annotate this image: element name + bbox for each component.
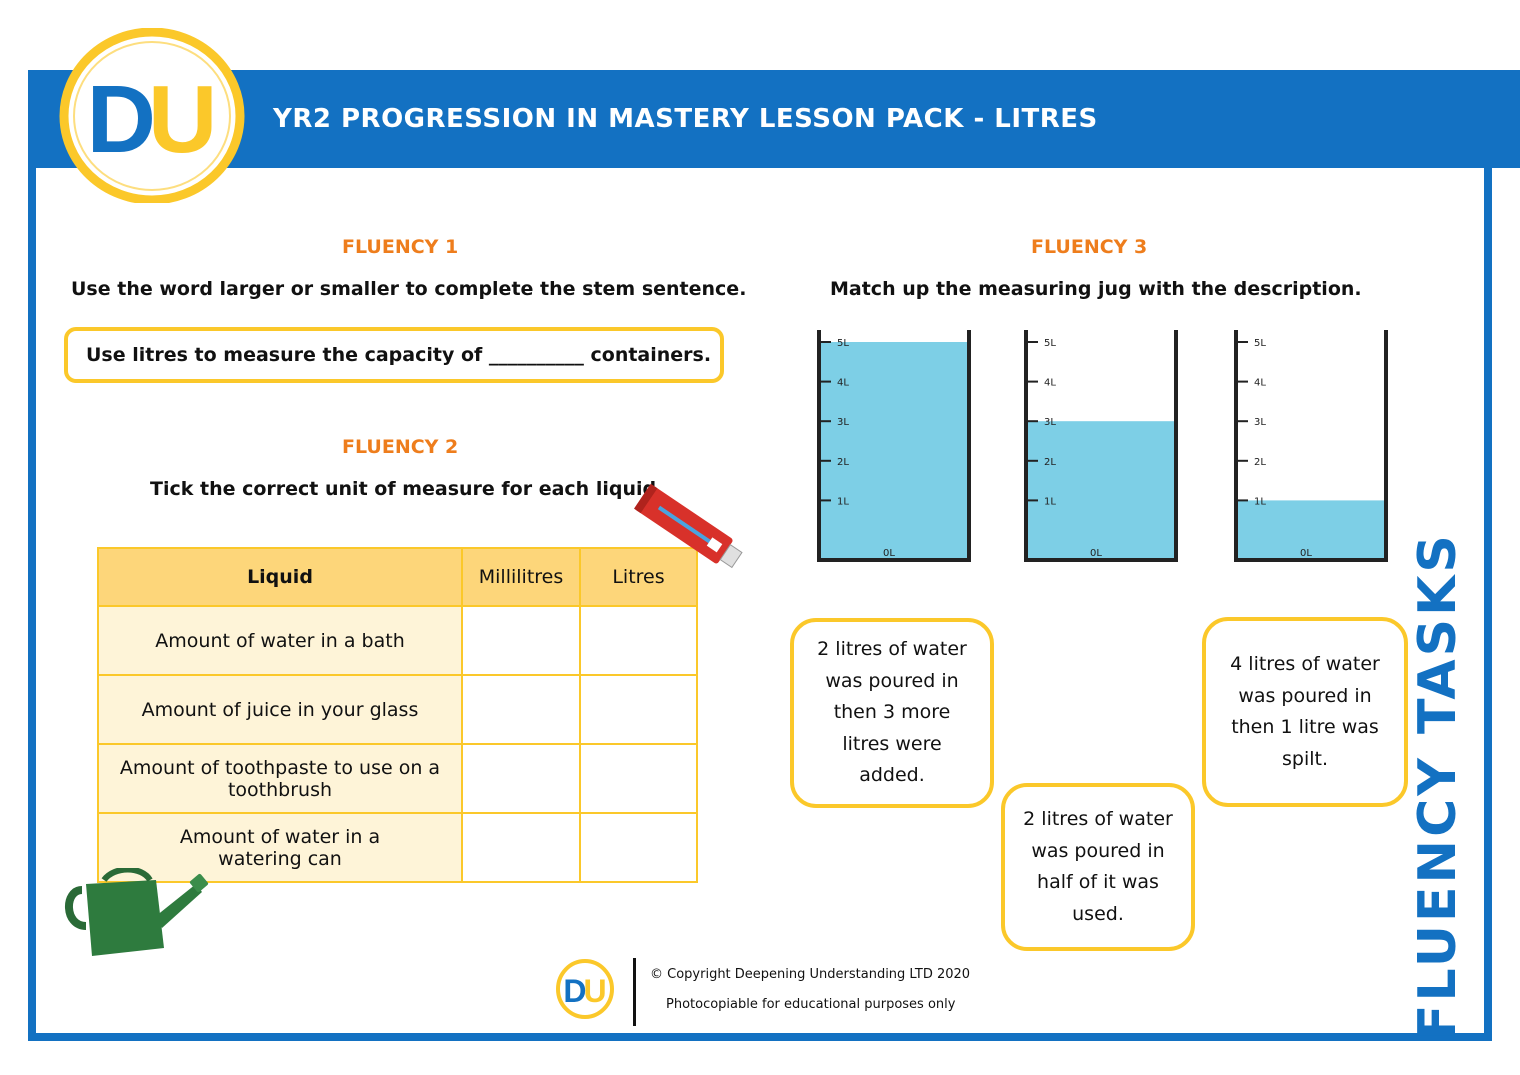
millilitres-tick-cell[interactable] [461, 674, 581, 745]
description-line: 2 litres of water [817, 638, 967, 661]
copyright-text: © Copyright Deepening Understanding LTD … [650, 967, 971, 982]
description-line: then 1 litre was [1231, 716, 1379, 738]
jug-outline [1024, 330, 1178, 562]
fluency3-instruction: Match up the measuring jug with the desc… [830, 278, 1362, 300]
description-line: added. [859, 764, 925, 787]
scale-label: 1L [1254, 496, 1266, 507]
brand-logo: DU [59, 28, 245, 203]
fluency1-heading: FLUENCY 1 [342, 236, 459, 258]
measuring-jug: 5L 4L 3L 2L 1L 0L [817, 330, 971, 562]
header-bar [28, 70, 1520, 168]
footer-logo: DU [556, 959, 614, 1019]
scale-label: 0L [1090, 548, 1102, 559]
description-line: spilt. [1281, 747, 1328, 770]
fluency2-heading: FLUENCY 2 [342, 436, 459, 458]
jug-outline [817, 330, 971, 562]
scale-label: 2L [1254, 457, 1266, 468]
table-row: Amount of water in a bath [97, 605, 698, 676]
column-header-liquid: Liquid [97, 547, 463, 607]
scale-label: 5L [837, 338, 849, 349]
measuring-jugs: 5L 4L 3L 2L 1L 0L 5L 4L 3L 2L 1L 0L 5L 4L 3L 2L 1L 0L [817, 330, 1388, 562]
description-line: was poured in [1238, 684, 1372, 707]
description-line: half of it was [1037, 871, 1159, 893]
scale-label: 4L [1254, 378, 1266, 389]
description-card[interactable]: 2 litres of water was poured in then 3 m… [790, 618, 994, 808]
water-fill [1238, 500, 1384, 558]
scale-label: 1L [837, 496, 849, 507]
description-line: was poured in [825, 669, 959, 692]
table-row: Amount of water in a watering can [97, 812, 698, 883]
scale-label: 0L [883, 548, 895, 559]
description-card[interactable]: 4 litres of water was poured in then 1 l… [1202, 617, 1408, 807]
measuring-jug: 5L 4L 3L 2L 1L 0L [1234, 330, 1388, 562]
jug-outline [1234, 330, 1388, 562]
water-fill [821, 342, 967, 558]
millilitres-tick-cell[interactable] [461, 605, 581, 676]
litres-tick-cell[interactable] [579, 812, 698, 883]
description-line: litres were [842, 732, 942, 755]
toothpaste-illustration [634, 483, 743, 569]
description-line: used. [1072, 902, 1124, 925]
scale-label: 5L [1044, 338, 1056, 349]
column-header-litres: Litres [579, 547, 698, 607]
description-line: 4 litres of water [1230, 653, 1380, 675]
scale-label: 3L [1254, 417, 1266, 428]
footer-divider [633, 958, 636, 1026]
liquid-cell: Amount of water in a watering can [97, 812, 463, 883]
watering-can-illustration [65, 868, 209, 956]
unit-table: Liquid Millilitres Litres Amount of wate… [97, 547, 698, 883]
scale-label: 0L [1300, 548, 1312, 559]
logo-text: DU [87, 66, 218, 173]
water-fill [1028, 421, 1174, 558]
litres-tick-cell[interactable] [579, 605, 698, 676]
scale-label: 1L [1044, 496, 1056, 507]
fluency2-instruction: Tick the correct unit of measure for eac… [150, 478, 664, 500]
fluency1-instruction: Use the word larger or smaller to comple… [71, 278, 747, 300]
measuring-jug: 5L 4L 3L 2L 1L 0L [1024, 330, 1178, 562]
liquid-cell: Amount of water in a bath [97, 605, 463, 676]
scale-label: 5L [1254, 338, 1266, 349]
column-header-millilitres: Millilitres [461, 547, 581, 607]
scale-label: 3L [837, 417, 849, 428]
scale-label: 2L [837, 457, 849, 468]
description-line: was poured in [1031, 839, 1165, 862]
footer-logo-text: DU [563, 973, 606, 1009]
stem-sentence: Use litres to measure the capacity of __… [86, 344, 712, 366]
millilitres-tick-cell[interactable] [461, 743, 581, 814]
scale-label: 2L [1044, 457, 1056, 468]
liquid-cell: Amount of toothpaste to use on a toothbr… [97, 743, 463, 814]
description-line: 2 litres of water [1023, 808, 1173, 830]
description-line: then 3 more [833, 701, 951, 724]
description-card[interactable]: 2 litres of water was poured in half of … [1001, 783, 1195, 951]
fluency3-heading: FLUENCY 3 [1031, 236, 1148, 258]
liquid-cell: Amount of juice in your glass [97, 674, 463, 745]
scale-label: 4L [1044, 378, 1056, 389]
scale-label: 3L [1044, 417, 1056, 428]
litres-tick-cell[interactable] [579, 743, 698, 814]
litres-tick-cell[interactable] [579, 674, 698, 745]
millilitres-tick-cell[interactable] [461, 812, 581, 883]
page-frame [28, 168, 1492, 1041]
table-row: Amount of juice in your glass [97, 674, 698, 745]
scale-label: 4L [837, 378, 849, 389]
table-row: Amount of toothpaste to use on a toothbr… [97, 743, 698, 814]
side-title: FLUENCY TASKS [1408, 532, 1468, 1040]
stem-sentence-box [64, 327, 724, 383]
page-title: YR2 PROGRESSION IN MASTERY LESSON PACK -… [273, 104, 1098, 134]
photocopiable-text: Photocopiable for educational purposes o… [666, 997, 956, 1012]
